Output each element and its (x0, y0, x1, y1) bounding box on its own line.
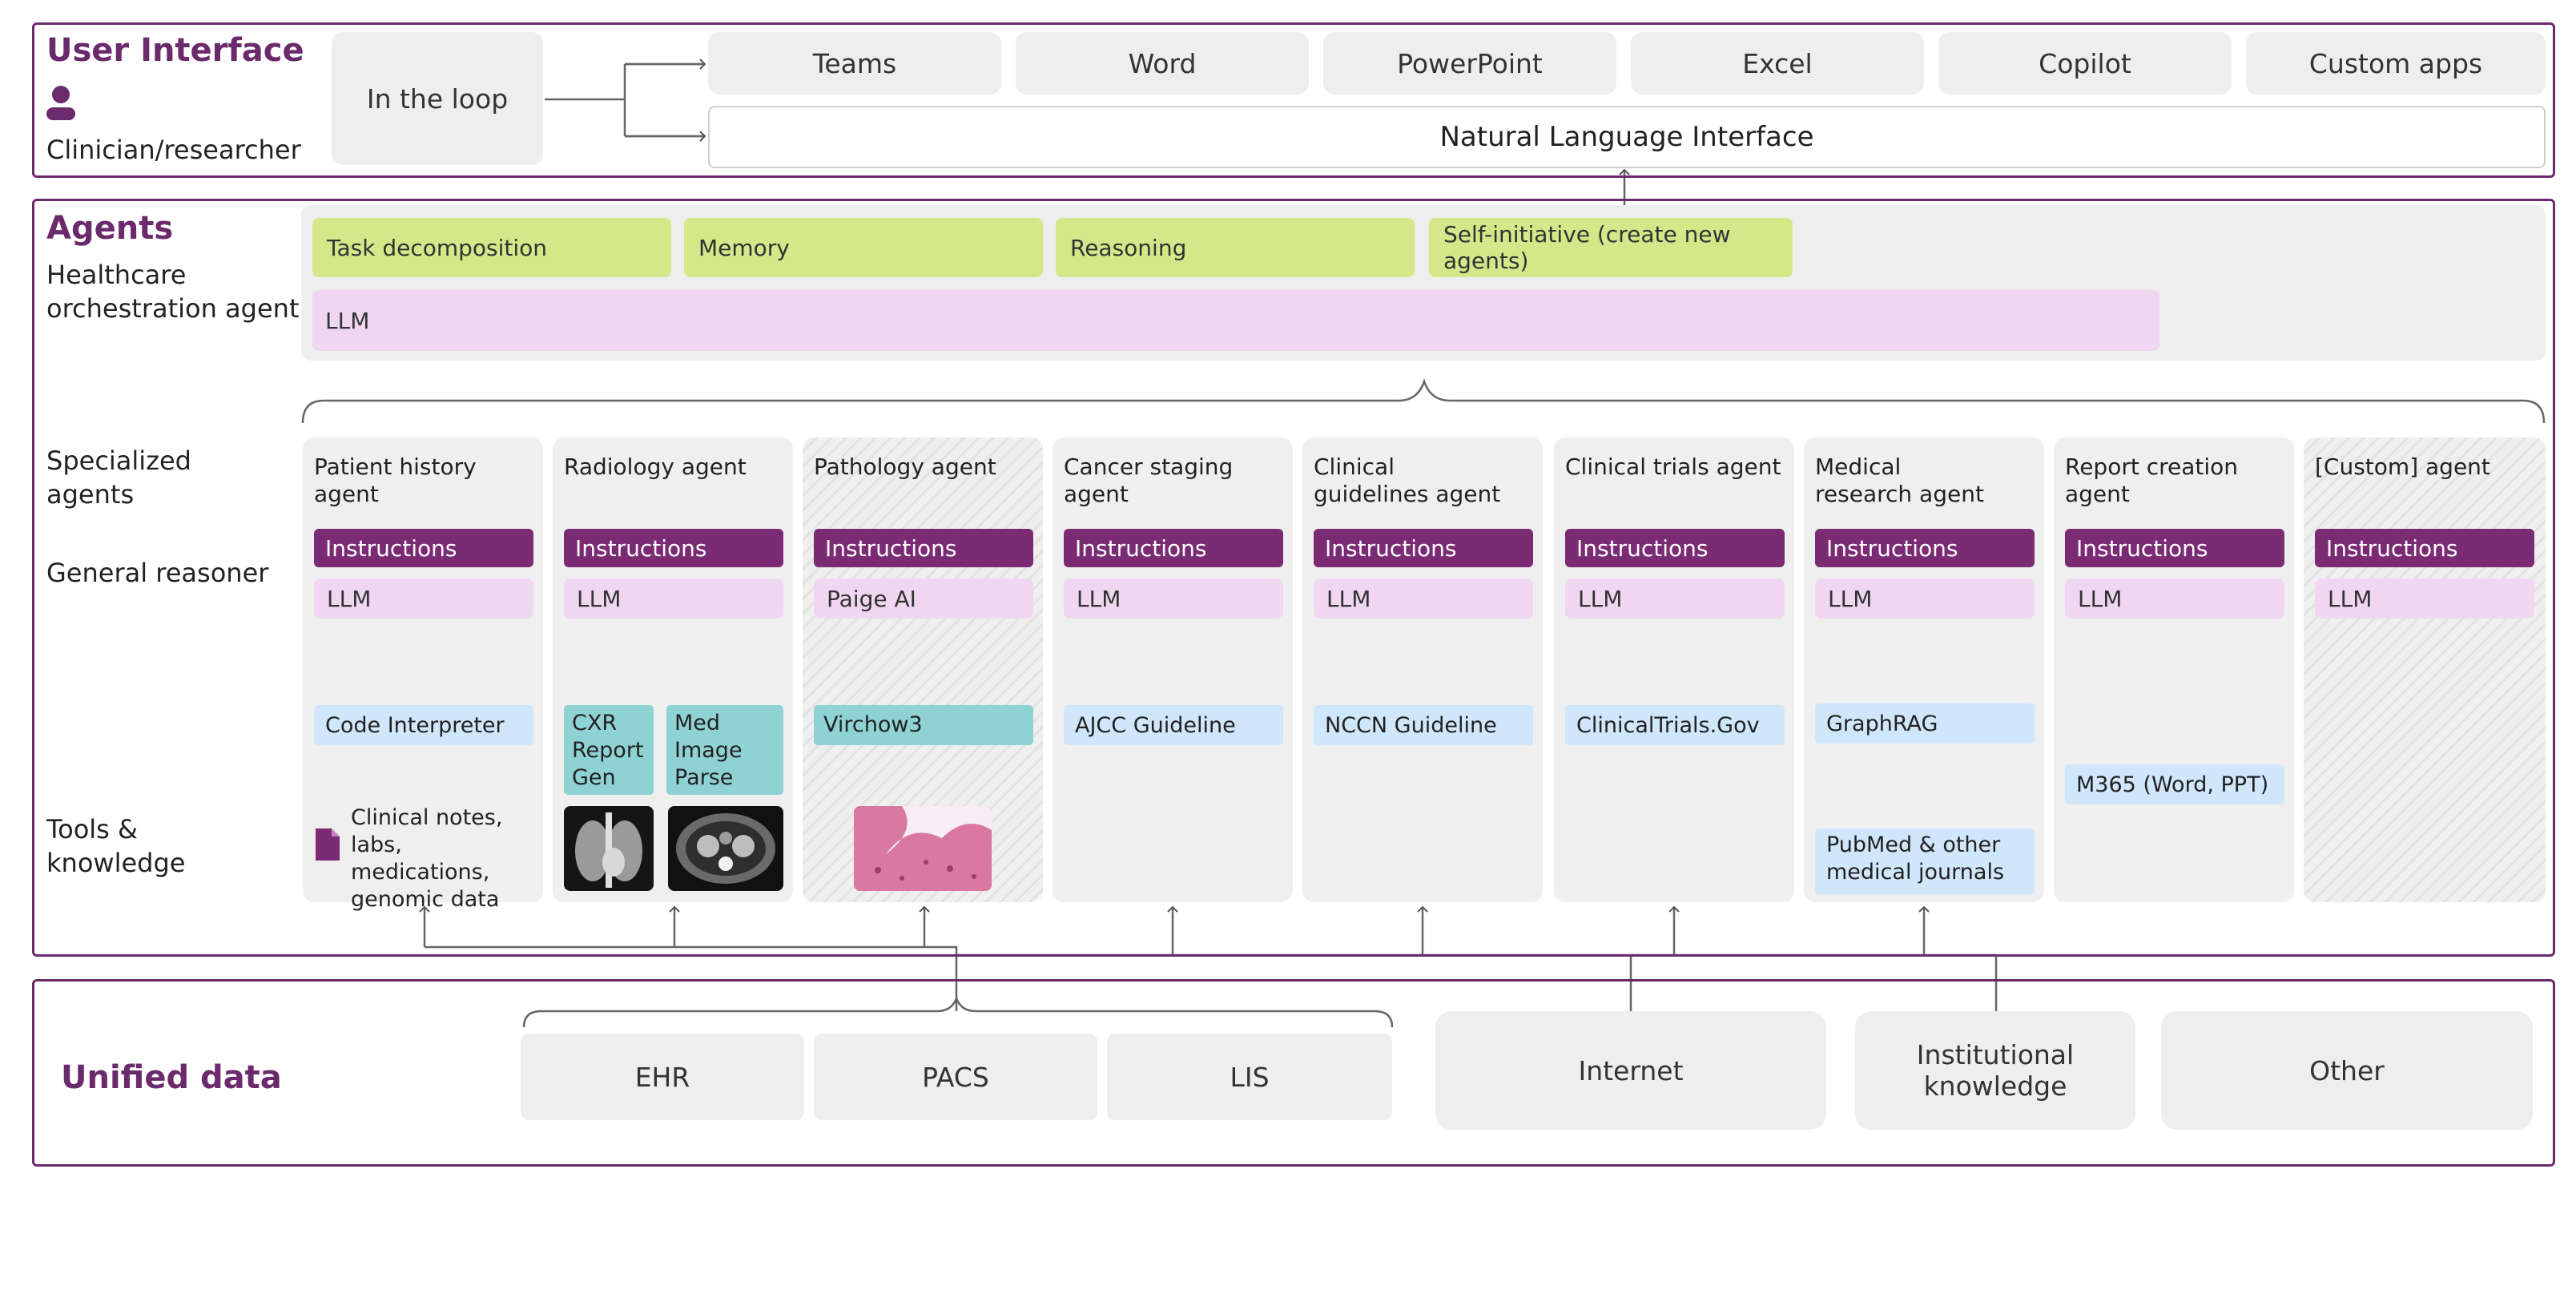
tool-pubmed-journals: PubMed & other medical journals (1815, 828, 2035, 894)
model-clinical-guidelines: LLM (1314, 578, 1533, 619)
agent-title-radiology: Radiology agent (564, 453, 747, 480)
chest-xray-image (564, 806, 654, 891)
tool-nccn-guideline: NCCN Guideline (1314, 705, 1533, 745)
orchestration-llm: LLM (312, 290, 2159, 351)
agent-title-pathology: Pathology agent (814, 453, 996, 480)
agent-column-medical-research (1804, 437, 2044, 902)
data-source-pacs[interactable]: PACS (814, 1034, 1097, 1120)
unified-data-title: Unified data (61, 1059, 282, 1096)
app-teams[interactable]: Teams (708, 32, 1001, 95)
capability-self-initiative: Self-initiative (create new agents) (1429, 218, 1793, 277)
patient-data-note: Clinical notes, labs, medications, genom… (351, 805, 503, 912)
capability-reasoning: Reasoning (1056, 218, 1415, 277)
unified-data-section (32, 979, 2555, 1167)
agent-title-clinical-trials: Clinical trials agent (1565, 453, 1781, 480)
data-source-institutional-knowledge[interactable]: Institutional knowledge (1855, 1011, 2135, 1130)
capability-task-decomposition: Task decomposition (312, 218, 671, 277)
instructions-medical-research: Instructions (1815, 529, 2035, 567)
tool-ajcc-guideline: AJCC Guideline (1064, 705, 1283, 745)
tool-graphrag: GraphRAG (1815, 703, 2035, 744)
model-pathology: Paige AI (814, 578, 1033, 619)
tools-knowledge-label: Tools & knowledge (46, 814, 186, 878)
model-cancer-staging: LLM (1064, 578, 1283, 619)
model-medical-research: LLM (1815, 578, 2035, 619)
data-source-ehr[interactable]: EHR (521, 1034, 804, 1120)
model-radiology: LLM (564, 578, 783, 619)
instructions-radiology: Instructions (564, 529, 783, 567)
pathology-slide-image (854, 806, 992, 891)
instructions-clinical-guidelines: Instructions (1314, 529, 1533, 567)
agent-title-clinical-guidelines: Clinical guidelines agent (1314, 453, 1501, 507)
instructions-cancer-staging: Instructions (1064, 529, 1283, 567)
in-the-loop-box: In the loop (332, 32, 543, 165)
model-report-creation: LLM (2065, 578, 2284, 619)
agent-title-custom: [Custom] agent (2315, 453, 2490, 480)
tool-cxr-report-gen: CXR Report Gen (564, 705, 654, 795)
app-custom-apps[interactable]: Custom apps (2246, 32, 2546, 95)
data-source-internet[interactable]: Internet (1435, 1011, 1826, 1130)
agents-section (32, 199, 2555, 957)
user-interface-section (32, 22, 2555, 178)
instructions-pathology: Instructions (814, 529, 1033, 567)
general-reasoner-label: General reasoner (46, 558, 269, 588)
natural-language-interface[interactable]: Natural Language Interface (708, 106, 2546, 168)
instructions-patient-history: Instructions (314, 529, 533, 567)
tool-m365: M365 (Word, PPT) (2065, 764, 2284, 804)
model-patient-history: LLM (314, 578, 533, 619)
tool-virchow3: Virchow3 (814, 705, 1033, 745)
agents-title: Agents (46, 210, 174, 247)
abdominal-ct-image (668, 806, 783, 891)
model-custom: LLM (2315, 578, 2534, 619)
tool-clinicaltrials-gov: ClinicalTrials.Gov (1565, 705, 1785, 745)
user-subtitle: Clinician/researcher (46, 135, 301, 165)
capability-memory: Memory (684, 218, 1043, 277)
document-icon (316, 828, 340, 861)
data-source-lis[interactable]: LIS (1107, 1034, 1392, 1120)
user-interface-title: User Interface (46, 32, 304, 69)
data-source-other[interactable]: Other (2161, 1011, 2533, 1130)
instructions-custom: Instructions (2315, 529, 2534, 567)
agent-column-cancer-staging (1053, 437, 1293, 902)
agent-column-report-creation (2054, 437, 2294, 902)
orchestration-label: Healthcare orchestration agent (46, 260, 300, 324)
app-powerpoint[interactable]: PowerPoint (1323, 32, 1616, 95)
agent-column-clinical-trials (1554, 437, 1794, 902)
agent-title-medical-research: Medical research agent (1815, 453, 1984, 507)
agent-title-cancer-staging: Cancer staging agent (1064, 453, 1234, 507)
app-excel[interactable]: Excel (1631, 32, 1924, 95)
agent-title-patient-history: Patient history agent (314, 453, 477, 507)
tool-med-image-parse: Med Image Parse (666, 705, 783, 795)
agent-title-report-creation: Report creation agent (2065, 453, 2239, 507)
agent-column-clinical-guidelines (1302, 437, 1543, 902)
app-copilot[interactable]: Copilot (1938, 32, 2232, 95)
tool-code-interpreter: Code Interpreter (314, 705, 533, 745)
agent-column-patient-history (303, 437, 543, 902)
app-word[interactable]: Word (1016, 32, 1309, 95)
model-clinical-trials: LLM (1565, 578, 1785, 619)
instructions-report-creation: Instructions (2065, 529, 2284, 567)
instructions-clinical-trials: Instructions (1565, 529, 1785, 567)
user-icon (45, 83, 77, 123)
agent-column-custom (2304, 437, 2546, 902)
specialized-agents-label: Specialized agents (46, 445, 191, 510)
